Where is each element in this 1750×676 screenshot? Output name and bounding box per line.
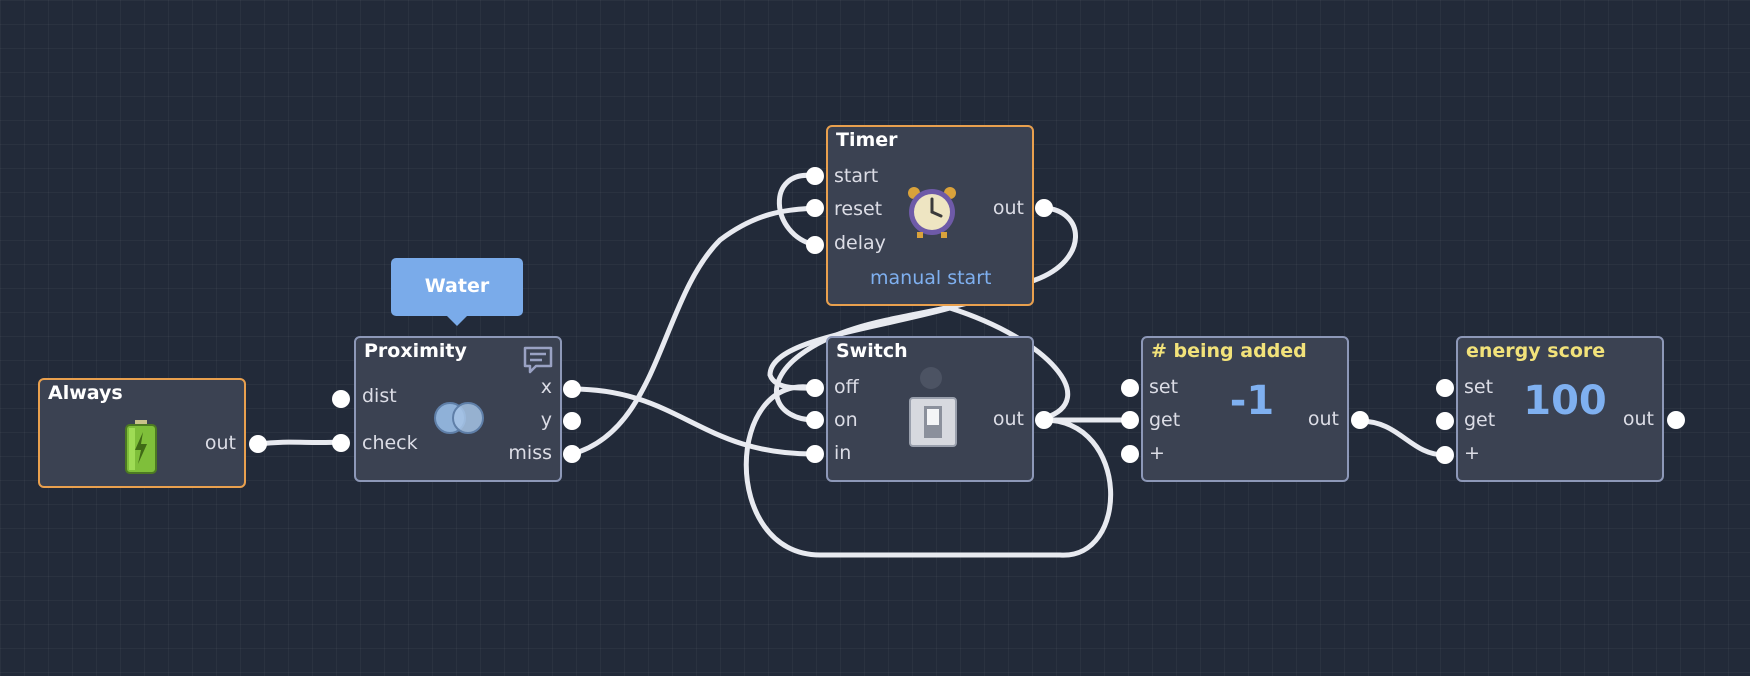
port-label-plus: + [1149, 442, 1165, 464]
port-label-miss: miss [508, 442, 552, 464]
always-out-port[interactable] [249, 435, 267, 453]
being-added-set-port[interactable] [1121, 379, 1139, 397]
proximity-check-port[interactable] [332, 434, 350, 452]
wire-proximity-x-to-switch-in [569, 386, 818, 457]
proximity-x-port[interactable] [563, 380, 581, 398]
always-node[interactable]: Always out [38, 378, 246, 488]
proximity-dist-port[interactable] [332, 390, 350, 408]
being-added-get-port[interactable] [1121, 411, 1139, 429]
port-label-delay: delay [834, 232, 886, 254]
timer-start-port[interactable] [806, 167, 824, 185]
variable-value: -1 [1229, 378, 1275, 424]
comment-icon[interactable] [522, 345, 554, 375]
variable-value: 100 [1523, 378, 1607, 424]
port-label-x: x [540, 376, 552, 398]
port-label-plus: + [1464, 442, 1480, 464]
node-title: Proximity [364, 340, 467, 362]
alarm-clock-icon [908, 187, 956, 238]
energy-score-out-port[interactable] [1667, 411, 1685, 429]
overlap-circles-icon [434, 402, 484, 434]
wire-always-out-to-proximity-check [255, 439, 343, 447]
being-added-plus-port[interactable] [1121, 445, 1139, 463]
port-label-on: on [834, 409, 858, 431]
switch-out-port[interactable] [1035, 411, 1053, 429]
timer-reset-port[interactable] [806, 199, 824, 217]
port-label-off: off [834, 376, 859, 398]
proximity-y-port[interactable] [563, 412, 581, 430]
node-title: # being added [1151, 340, 1307, 362]
port-label-get: get [1149, 409, 1181, 431]
port-label-out: out [992, 408, 1024, 430]
port-label-get: get [1464, 409, 1496, 431]
proximity-tooltip: Water [391, 258, 523, 326]
port-label-y: y [540, 409, 552, 431]
switch-indicator-light [920, 367, 942, 389]
timer-mode-label: manual start [870, 267, 992, 289]
node-title: Timer [836, 129, 898, 151]
switch-on-port[interactable] [806, 411, 824, 429]
light-switch-icon [909, 397, 957, 447]
node-title: energy score [1466, 340, 1606, 362]
energy-score-set-port[interactable] [1436, 379, 1454, 397]
wire-proximity-miss-to-timer-reset [569, 205, 818, 457]
energy-score-get-port[interactable] [1436, 412, 1454, 430]
switch-in-port[interactable] [806, 445, 824, 463]
port-label-reset: reset [834, 198, 883, 220]
port-label-out: out [1622, 408, 1654, 430]
port-label-out: out [204, 432, 236, 454]
node-title: Switch [836, 340, 908, 362]
energy-score-plus-port[interactable] [1436, 446, 1454, 464]
port-label-set: set [1464, 376, 1494, 398]
port-label-in: in [834, 442, 852, 464]
port-label-out: out [992, 197, 1024, 219]
port-label-dist: dist [362, 385, 397, 407]
proximity-node[interactable]: Proximity dist check x y miss [354, 336, 562, 482]
being-added-out-port[interactable] [1351, 411, 1369, 429]
port-label-set: set [1149, 376, 1179, 398]
switch-node[interactable]: Switch off on in out [826, 336, 1034, 482]
energy-score-node[interactable]: energy score set get + 100 out [1456, 336, 1664, 482]
timer-delay-port[interactable] [806, 236, 824, 254]
being-added-node[interactable]: # being added set get + -1 out [1141, 336, 1349, 482]
timer-node[interactable]: Timer start reset delay out manual start [826, 125, 1034, 306]
port-label-start: start [834, 165, 879, 187]
port-label-check: check [362, 432, 418, 454]
battery-icon [125, 420, 157, 474]
switch-off-port[interactable] [806, 379, 824, 397]
wire-being-added-out-to-energy-plus [1357, 418, 1448, 458]
node-title: Always [48, 382, 123, 404]
port-label-out: out [1307, 408, 1339, 430]
timer-out-port[interactable] [1035, 199, 1053, 217]
proximity-miss-port[interactable] [563, 445, 581, 463]
